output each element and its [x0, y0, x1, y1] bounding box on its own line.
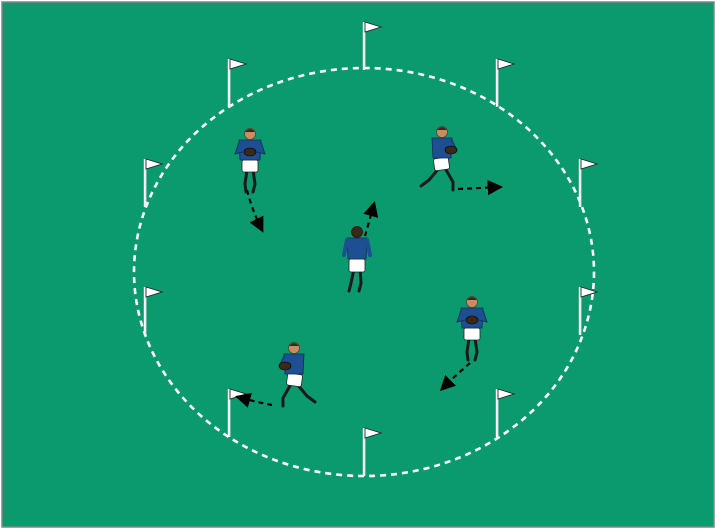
pitch-diagram [0, 0, 716, 529]
pitch-canvas [0, 0, 716, 529]
